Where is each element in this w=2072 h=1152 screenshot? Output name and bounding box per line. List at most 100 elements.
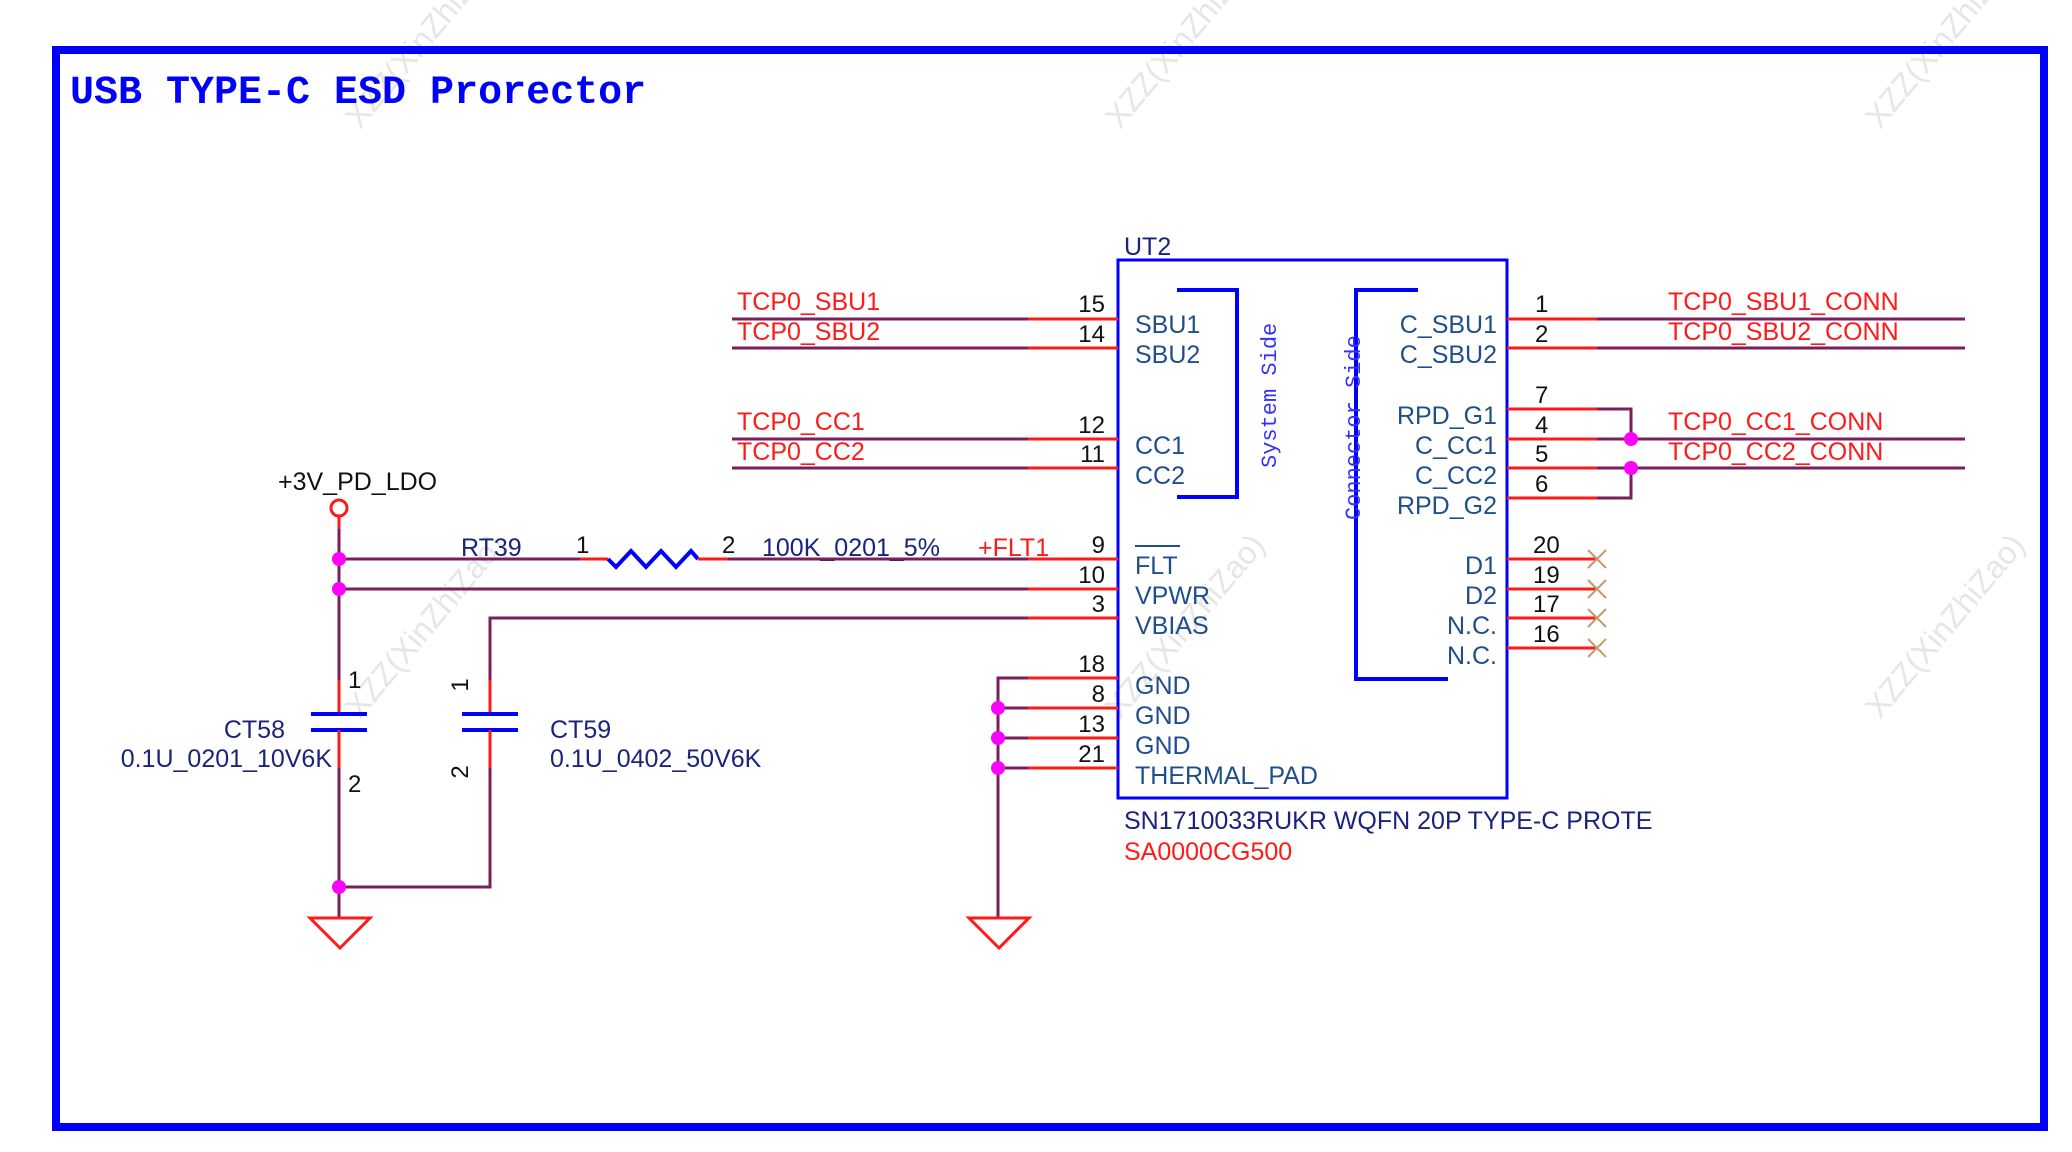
ic-gnd-network xyxy=(965,676,1033,951)
resistor-rt39[interactable]: RT39 1 2 100K_0201_5% xyxy=(461,532,940,570)
pin-name: VBIAS xyxy=(1135,612,1209,640)
pin-name: SBU2 xyxy=(1135,341,1200,369)
pin-name: C_SBU2 xyxy=(1400,341,1497,369)
pin-number: 20 xyxy=(1533,532,1560,559)
pin-number: 15 xyxy=(1078,291,1105,318)
connector-side-bracket xyxy=(1354,288,1448,681)
watermark: XZZ(XinZhiZao) xyxy=(1098,0,1272,134)
net-label[interactable]: TCP0_CC1_CONN xyxy=(1668,408,1883,436)
junction-dot xyxy=(1624,461,1638,475)
pin-name: FLT xyxy=(1135,552,1178,580)
no-connect-icon xyxy=(1587,608,1607,628)
ic-part-number: SA0000CG500 xyxy=(1124,838,1292,866)
ic-ut2[interactable]: UT2 System Side Connector Side 15 SBU1 1… xyxy=(1028,233,1652,866)
net-label[interactable]: TCP0_SBU2 xyxy=(737,318,880,346)
pin-number: 2 xyxy=(1535,321,1548,348)
pin-number: 14 xyxy=(1078,321,1105,348)
pin-name: D2 xyxy=(1465,582,1497,610)
net-label[interactable]: TCP0_CC2_CONN xyxy=(1668,438,1883,466)
net-label[interactable]: TCP0_CC2 xyxy=(737,438,865,466)
pin-number: 6 xyxy=(1535,471,1548,498)
pin-number: 16 xyxy=(1533,621,1560,648)
pin-name: N.C. xyxy=(1447,612,1497,640)
pin-number: 2 xyxy=(447,765,474,778)
capacitor-value: 0.1U_0201_10V6K xyxy=(121,745,333,773)
junction-dot xyxy=(332,880,346,894)
pin-number: 2 xyxy=(348,771,361,798)
power-port-icon[interactable] xyxy=(329,498,349,518)
pin-number: 4 xyxy=(1535,412,1548,439)
pin-number: 1 xyxy=(348,667,361,694)
wire[interactable] xyxy=(488,616,1028,680)
pin-number: 11 xyxy=(1080,441,1105,468)
junction-dot xyxy=(1624,432,1638,446)
capacitor-ct59[interactable]: 1 2 CT59 0.1U_0402_50V6K xyxy=(447,678,762,778)
resistor-ref: RT39 xyxy=(461,534,522,562)
net-label[interactable]: TCP0_SBU1_CONN xyxy=(1668,288,1899,316)
pin-name: CC1 xyxy=(1135,432,1185,460)
net-label[interactable]: +FLT1 xyxy=(978,534,1049,562)
pin-name: RPD_G2 xyxy=(1397,492,1497,520)
pin-number: 8 xyxy=(1092,681,1105,708)
pin-name: C_SBU1 xyxy=(1400,311,1497,339)
no-connect-marks xyxy=(1587,549,1607,658)
wire[interactable] xyxy=(1597,407,1633,439)
ic-right-pins: 1 C_SBU1 2 C_SBU2 7 RPD_G1 4 C_CC1 5 C_C… xyxy=(1397,291,1597,670)
pin-number: 17 xyxy=(1533,591,1560,618)
junction-dot xyxy=(991,701,1005,715)
resistor-icon xyxy=(606,548,700,570)
pin-name: C_CC1 xyxy=(1415,432,1497,460)
net-label[interactable]: TCP0_CC1 xyxy=(737,408,865,436)
pin-name: CC2 xyxy=(1135,462,1185,490)
pin-name: C_CC2 xyxy=(1415,462,1497,490)
junction-dot xyxy=(332,552,346,566)
net-label[interactable]: TCP0_SBU1 xyxy=(737,288,880,316)
capacitor-ref: CT58 xyxy=(224,716,285,744)
junction-dot xyxy=(991,731,1005,745)
ic-left-pins: 15 SBU1 14 SBU2 12 CC1 11 CC2 9 FLT 10 V… xyxy=(1028,291,1318,790)
ic-body xyxy=(1116,258,1509,800)
pin-number: 5 xyxy=(1535,441,1548,468)
pin-number: 19 xyxy=(1533,562,1560,589)
net-label[interactable]: TCP0_SBU2_CONN xyxy=(1668,318,1899,346)
capacitor-ref: CT59 xyxy=(550,716,611,744)
sheet-title: USB TYPE-C ESD Prorector xyxy=(70,71,646,116)
no-connect-icon xyxy=(1587,549,1607,569)
junction-dot xyxy=(991,761,1005,775)
wire[interactable] xyxy=(1597,468,1633,500)
pin-name: THERMAL_PAD xyxy=(1135,762,1318,790)
no-connect-icon xyxy=(1587,638,1607,658)
pin-name: N.C. xyxy=(1447,642,1497,670)
pin-name: GND xyxy=(1135,702,1191,730)
wire[interactable] xyxy=(996,676,1028,918)
right-nets: TCP0_SBU1_CONN TCP0_SBU2_CONN TCP0_CC1_C… xyxy=(1597,288,1965,500)
pin-number: 12 xyxy=(1078,412,1105,439)
pin-name: SBU1 xyxy=(1135,311,1200,339)
power-rail-label: +3V_PD_LDO xyxy=(278,468,437,496)
no-connect-icon xyxy=(1587,579,1607,599)
wire[interactable] xyxy=(339,768,492,889)
left-nets: TCP0_SBU1 TCP0_SBU2 TCP0_CC1 TCP0_CC2 xyxy=(732,288,1028,470)
system-side-bracket xyxy=(1177,288,1239,499)
pin-number: 2 xyxy=(722,532,735,559)
watermark: XZZ(XinZhiZao) xyxy=(1858,0,2032,134)
ground-icon xyxy=(306,916,374,951)
pin-number: 7 xyxy=(1535,382,1548,409)
system-side-label: System Side xyxy=(1258,323,1283,468)
junction-dot xyxy=(332,582,346,596)
pin-name: VPWR xyxy=(1135,582,1210,610)
ic-ref: UT2 xyxy=(1124,233,1171,261)
pin-name: RPD_G1 xyxy=(1397,402,1497,430)
capacitor-value: 0.1U_0402_50V6K xyxy=(550,745,762,773)
watermark: XZZ(XinZhiZao) xyxy=(1858,527,2032,724)
ic-part-description: SN1710033RUKR WQFN 20P TYPE-C PROTE xyxy=(1124,807,1652,835)
capacitor-ct58[interactable]: 1 2 CT58 0.1U_0201_10V6K xyxy=(121,667,367,798)
pin-number: 10 xyxy=(1078,562,1105,589)
pin-number: 21 xyxy=(1078,741,1105,768)
resistor-value: 100K_0201_5% xyxy=(762,534,940,562)
pin-name: D1 xyxy=(1465,552,1497,580)
sheet-frame xyxy=(52,46,2048,1131)
connector-side-label: Connector Side xyxy=(1342,335,1367,520)
pin-name: GND xyxy=(1135,672,1191,700)
